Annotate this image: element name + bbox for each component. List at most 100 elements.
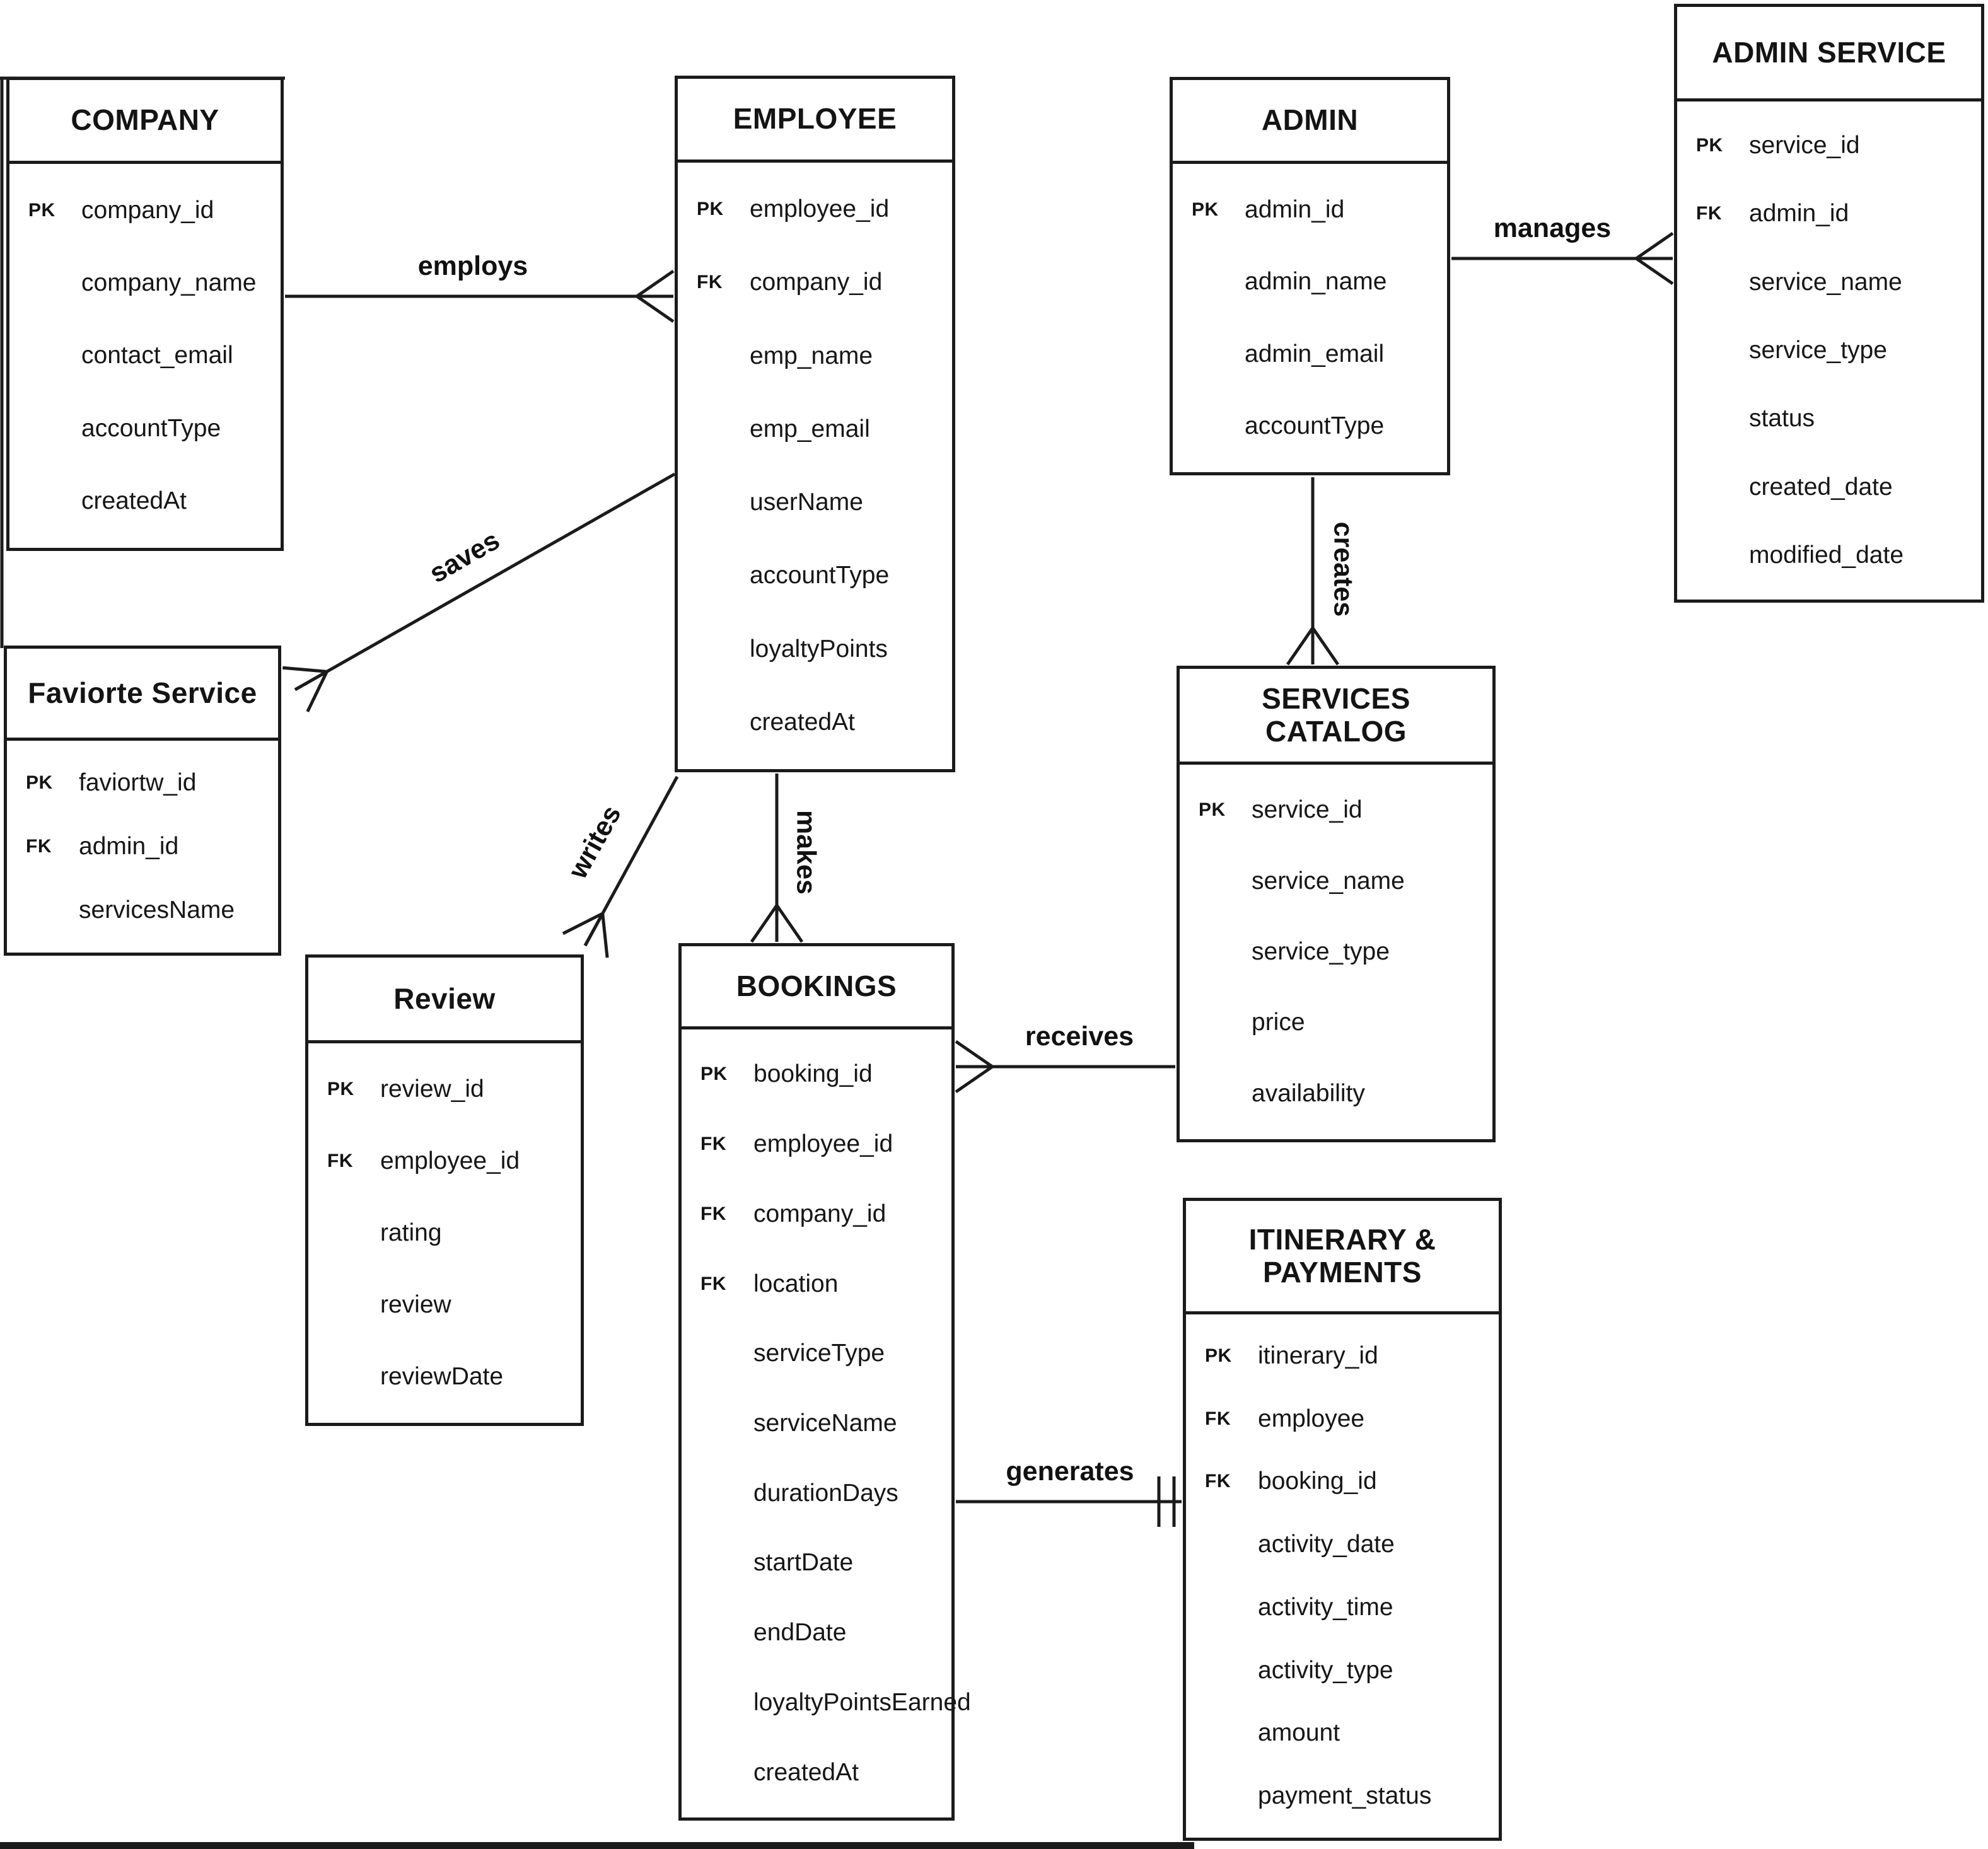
field-name: activity_date — [1258, 1531, 1395, 1558]
field-row: payment_status — [1186, 1782, 1499, 1810]
field-name: admin_name — [1245, 268, 1387, 296]
field-row: PK service_id — [1180, 796, 1492, 824]
field-row: rating — [308, 1219, 581, 1247]
field-row: status — [1677, 405, 1981, 432]
field-row: reviewDate — [308, 1363, 581, 1391]
field-row: availability — [1180, 1080, 1492, 1108]
field-name: admin_id — [79, 832, 179, 860]
field-name: accountType — [750, 562, 890, 589]
key-badge: PK — [1199, 799, 1226, 821]
field-name: activity_type — [1258, 1656, 1393, 1684]
field-row: activity_date — [1186, 1531, 1499, 1558]
canvas-bottom-border — [0, 1842, 1194, 1849]
field-name: loyaltyPointsEarned — [753, 1688, 971, 1716]
field-name: modified_date — [1749, 541, 1904, 569]
relationship-label-manages: manages — [1493, 213, 1612, 243]
field-name: company_id — [750, 269, 883, 296]
field-row: modified_date — [1677, 542, 1981, 569]
field-name: faviortw_id — [79, 768, 197, 796]
field-row: company_name — [9, 269, 281, 297]
field-row: serviceName — [682, 1410, 951, 1437]
field-name: loyaltyPoints — [750, 635, 888, 663]
field-row: userName — [678, 489, 952, 516]
field-name: service_name — [1749, 268, 1902, 296]
field-name: service_type — [1749, 336, 1887, 364]
key-badge: PK — [1192, 199, 1219, 221]
relationship-label-makes: makes — [791, 810, 822, 895]
field-name: accountType — [81, 414, 221, 442]
field-name: accountType — [1245, 412, 1385, 439]
key-badge: FK — [700, 1203, 726, 1224]
field-row: accountType — [678, 562, 952, 589]
field-row: createdAt — [682, 1759, 951, 1787]
field-name: company_name — [81, 269, 257, 297]
field-name: activity_time — [1258, 1593, 1393, 1621]
field-name: userName — [750, 489, 863, 516]
field-name: created_date — [1749, 473, 1893, 501]
field-name: serviceName — [753, 1409, 897, 1437]
field-name: serviceType — [753, 1340, 885, 1367]
key-badge: PK — [327, 1079, 354, 1099]
field-row: emp_email — [678, 415, 952, 443]
field-name: itinerary_id — [1258, 1342, 1378, 1369]
field-name: startDate — [753, 1549, 854, 1577]
field-name: payment_status — [1258, 1782, 1432, 1810]
field-name: servicesName — [79, 896, 235, 924]
key-badge: PK — [700, 1064, 728, 1085]
field-row: amount — [1186, 1719, 1499, 1747]
field-name: createdAt — [753, 1758, 859, 1786]
field-name: availability — [1252, 1079, 1365, 1107]
entity-title-bookings: BOOKINGS — [682, 946, 951, 1029]
field-row: service_name — [1677, 269, 1981, 296]
field-name: service_name — [1252, 867, 1405, 895]
key-badge: PK — [28, 199, 55, 221]
field-row: loyaltyPointsEarned — [682, 1689, 971, 1717]
field-row: created_date — [1677, 473, 1981, 501]
key-badge: FK — [1696, 203, 1722, 224]
field-row: servicesName — [7, 896, 278, 924]
field-row: startDate — [682, 1549, 951, 1577]
field-row: durationDays — [682, 1480, 951, 1507]
field-name: service_id — [1252, 796, 1363, 824]
field-row: activity_type — [1186, 1657, 1499, 1684]
field-row: accountType — [1173, 412, 1447, 440]
relationship-line-saves — [294, 472, 676, 692]
field-name: review_id — [380, 1075, 484, 1103]
entity-title-admin_service: ADMIN SERVICE — [1677, 7, 1981, 101]
field-row: activity_time — [1186, 1594, 1499, 1621]
entity-title-admin: ADMIN — [1173, 80, 1447, 164]
field-name: createdAt — [750, 708, 855, 736]
entity-title-employee: EMPLOYEE — [678, 79, 952, 163]
field-name: contact_email — [81, 342, 233, 369]
field-name: reviewDate — [380, 1363, 504, 1390]
relationship-label-receives: receives — [1025, 1021, 1134, 1052]
field-name: employee_id — [753, 1130, 893, 1158]
field-row: loyaltyPoints — [678, 635, 952, 663]
field-name: employee_id — [380, 1147, 520, 1174]
field-row: service_name — [1180, 867, 1492, 895]
field-name: price — [1252, 1009, 1305, 1036]
field-row: PK review_id — [308, 1075, 581, 1103]
field-row: admin_name — [1173, 268, 1447, 296]
field-name: employee_id — [750, 195, 890, 223]
